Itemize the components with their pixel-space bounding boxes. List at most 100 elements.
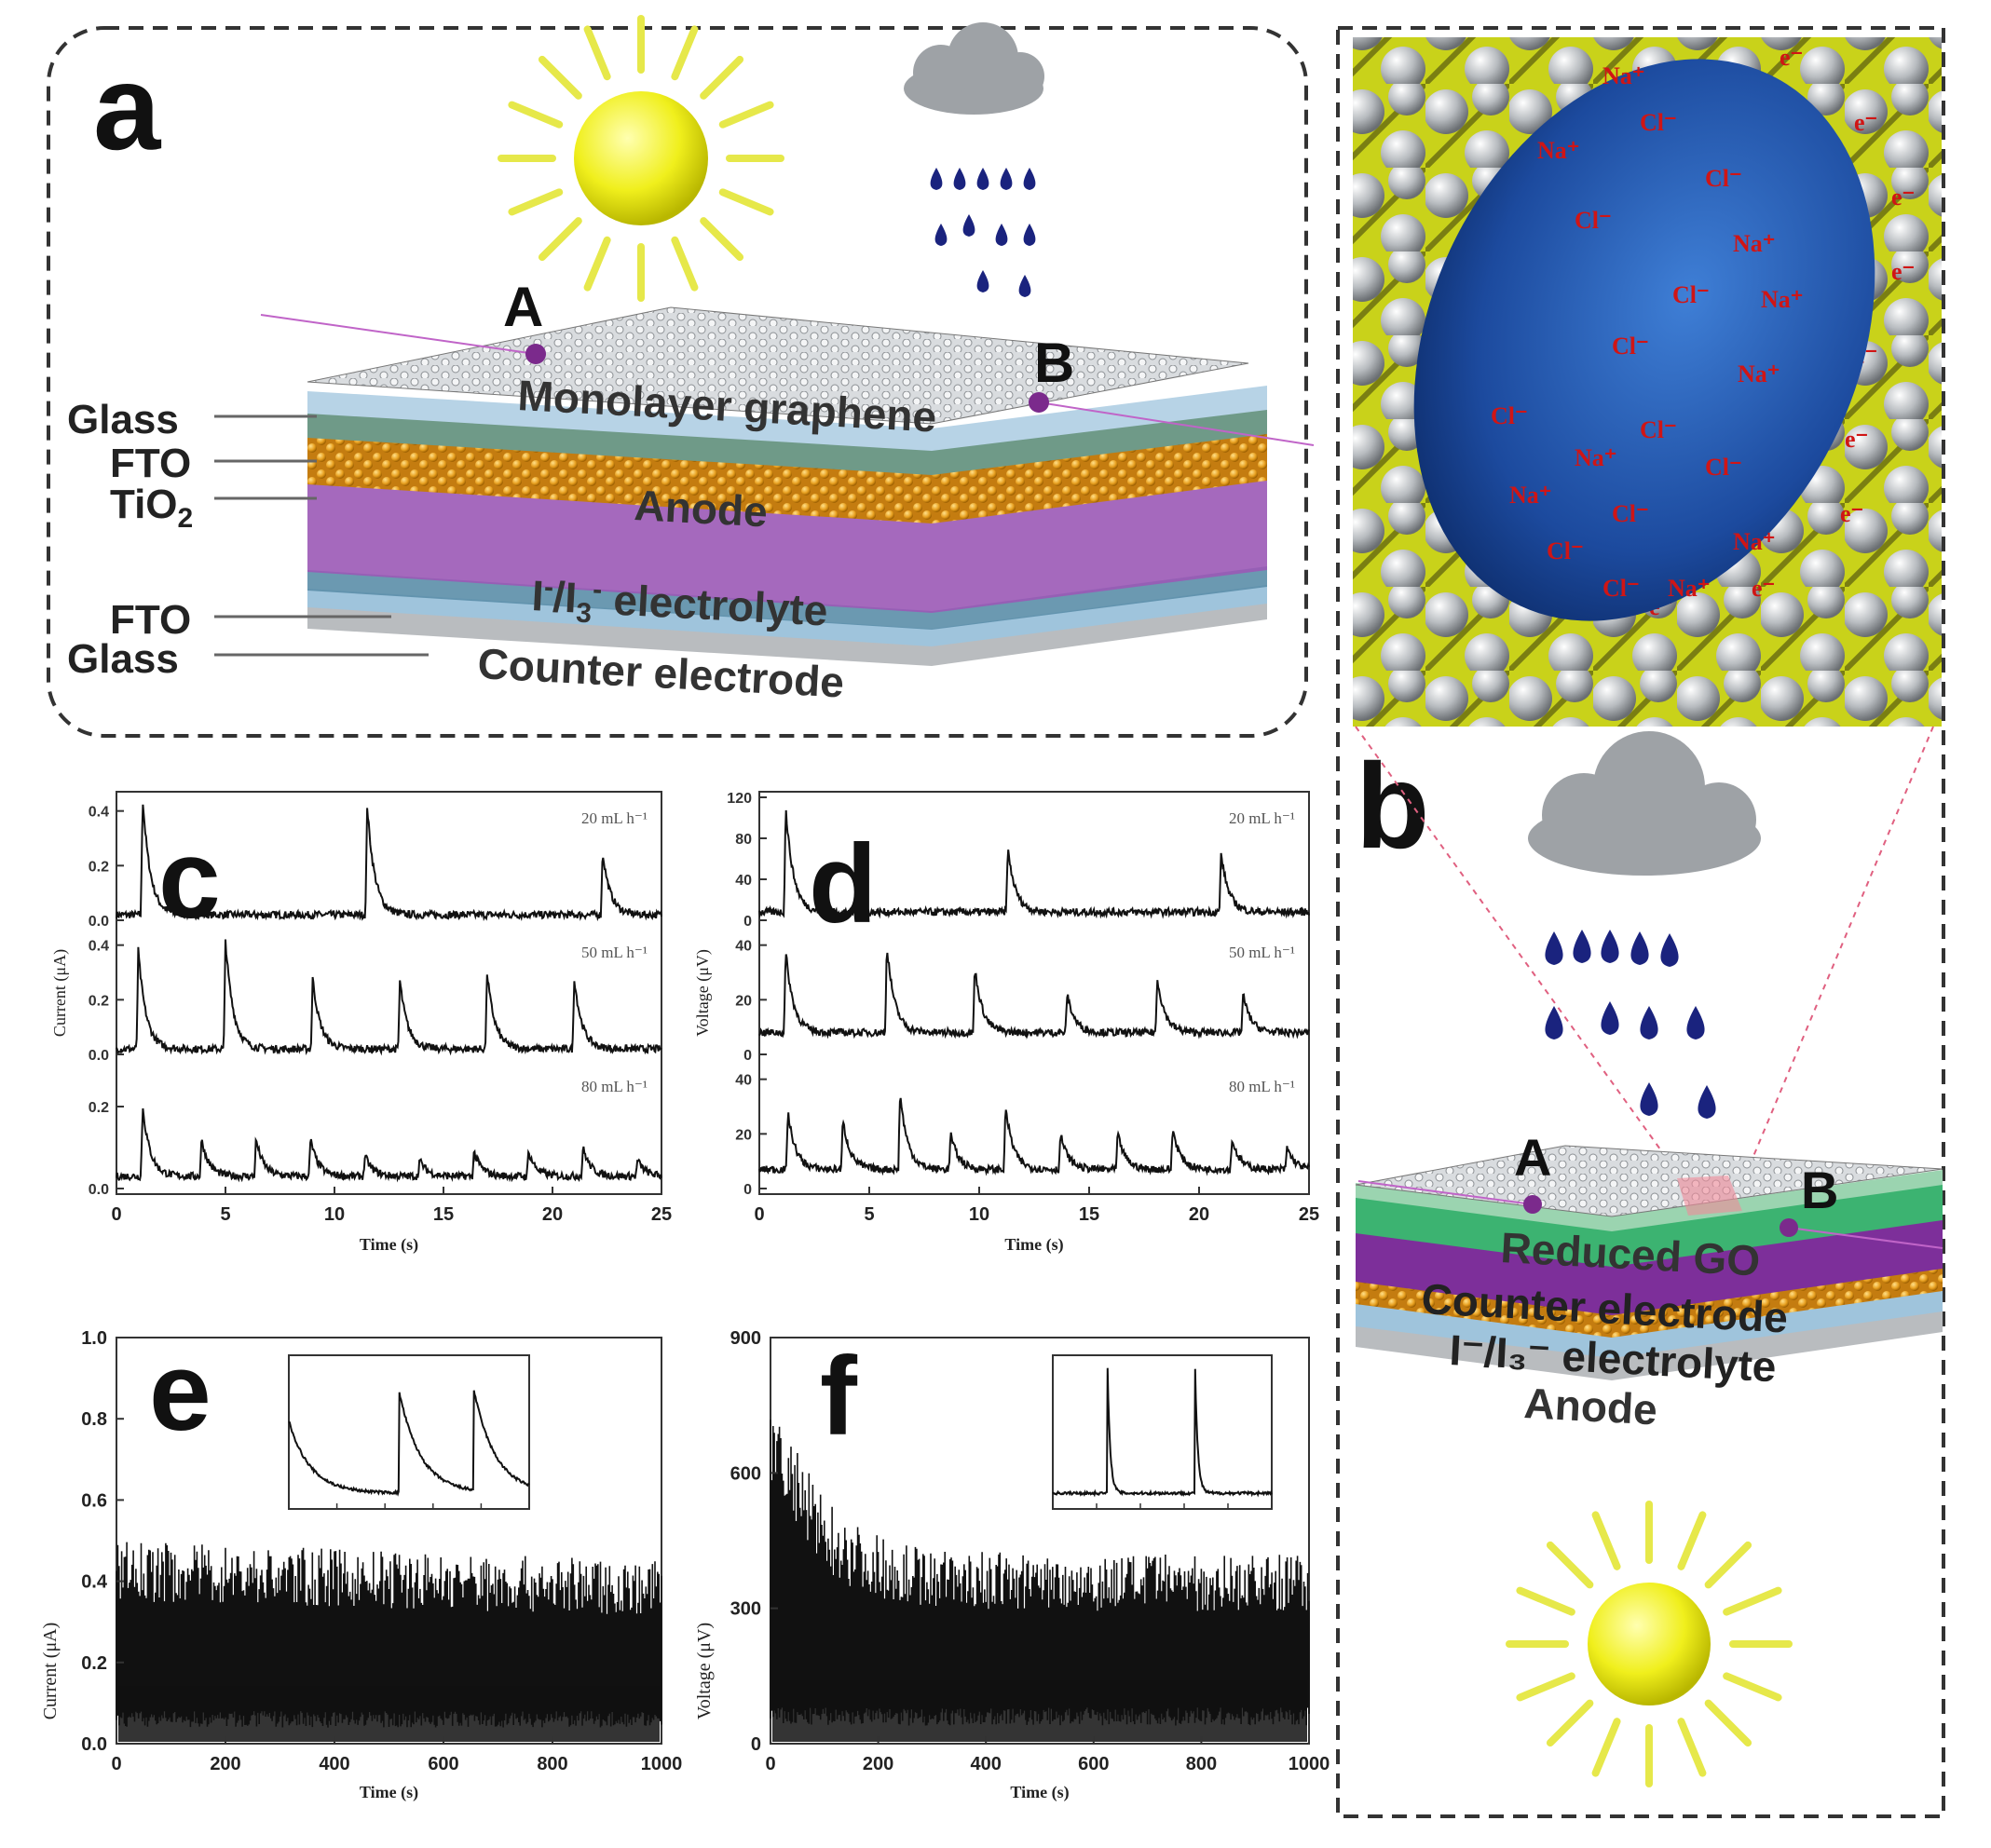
panel-d-letter: d <box>809 822 877 946</box>
ion-label: Cl⁻ <box>1612 333 1649 360</box>
electrode-point-a <box>525 344 546 364</box>
sun-ray <box>1546 1541 1594 1589</box>
x-tick-label: 200 <box>210 1754 240 1774</box>
ion-label: Na⁺ <box>1537 137 1580 164</box>
x-tick-label: 25 <box>1299 1204 1319 1225</box>
x-tick-label: 20 <box>1189 1204 1209 1225</box>
ion-label: Cl⁻ <box>1705 454 1742 481</box>
x-tick-label: 400 <box>971 1754 1002 1774</box>
sun-ray <box>583 236 611 292</box>
sun-ray <box>718 188 774 216</box>
layer-tio2: TiO2 <box>110 482 193 534</box>
sun-ray <box>538 55 582 100</box>
ion-label: Cl⁻ <box>1612 500 1649 527</box>
panel-a: a A B <box>47 15 1315 738</box>
x-tick-label: 200 <box>863 1754 893 1774</box>
series-name: 50 mL h⁻¹ <box>1229 944 1295 961</box>
ion-label: Cl⁻ <box>1705 165 1742 192</box>
rain-drop <box>1601 930 1619 963</box>
y-tick-label: 0.0 <box>89 1182 109 1198</box>
rain-drop <box>976 270 989 292</box>
y-tick-label: 20 <box>735 993 752 1009</box>
sun-ray <box>1677 1511 1707 1570</box>
series-name: 20 mL h⁻¹ <box>1229 809 1295 827</box>
electron-label: e⁻ <box>1891 258 1915 285</box>
series-baseline-band <box>118 1686 660 1742</box>
panel-a-frame <box>47 26 1308 738</box>
panel-b-letter: b <box>1356 738 1429 874</box>
x-tick-label: 15 <box>433 1204 454 1225</box>
x-axis-label: Time (s) <box>360 1783 418 1802</box>
y-tick-label: 20 <box>735 1127 752 1143</box>
rain-drop <box>1000 168 1013 190</box>
rain-drop <box>1698 1085 1716 1119</box>
y-tick-label: 0.0 <box>81 1734 107 1755</box>
y-tick-label: 0.4 <box>89 805 109 821</box>
x-tick-label: 800 <box>537 1754 567 1774</box>
layer-fto-bottom: FTO <box>110 597 191 643</box>
rain-drop <box>1640 1006 1658 1040</box>
label-electrolyte-a: I-/I3- electrolyte <box>530 571 829 642</box>
rain-drops-icon-b <box>1545 930 1716 1119</box>
x-tick-label: 800 <box>1186 1754 1217 1774</box>
sun-ray <box>1516 1672 1575 1702</box>
sun-ray <box>718 101 774 129</box>
lead-wire-b-b <box>1788 1227 1943 1249</box>
series-line <box>758 809 1310 919</box>
sun-ray <box>1677 1718 1707 1777</box>
ion-label: Na⁺ <box>1602 62 1645 89</box>
y-tick-label: 0 <box>743 914 752 930</box>
y-tick-label: 120 <box>727 791 752 807</box>
panel-c-letter: c <box>158 817 221 942</box>
electron-label: e⁻ <box>1752 575 1775 602</box>
ion-label: Cl⁻ <box>1640 416 1677 443</box>
sun-icon-b <box>1506 1501 1793 1787</box>
point-a-label-b: A <box>1514 1128 1551 1187</box>
lead-wire-b <box>1038 401 1315 446</box>
y-tick-label: 1.0 <box>81 1328 107 1349</box>
y-tick-label: 0.2 <box>89 993 109 1009</box>
electrode-point-b-b <box>1780 1218 1798 1237</box>
y-tick-label: 0.0 <box>89 914 109 930</box>
layer-glass-bottom: Glass <box>67 636 179 682</box>
electron-label: e⁻ <box>1891 183 1915 211</box>
rain-drop <box>953 168 966 190</box>
device-stack-b <box>1355 1145 1943 1380</box>
y-tick-label: 900 <box>730 1328 761 1349</box>
y-tick-label: 0.4 <box>81 1572 108 1593</box>
rain-drop <box>1023 224 1036 246</box>
x-tick-label: 25 <box>651 1204 672 1225</box>
electron-label: e⁻ <box>1840 500 1863 527</box>
sun-ray <box>1704 1699 1752 1747</box>
x-tick-label: 600 <box>1078 1754 1109 1774</box>
label-anode-b: Anode <box>1522 1379 1658 1434</box>
rain-drop <box>934 224 948 246</box>
y-tick-label: 0.4 <box>89 939 109 955</box>
sun-ray <box>1723 1586 1782 1616</box>
x-tick-label: 5 <box>220 1204 230 1225</box>
rain-drop <box>930 168 943 190</box>
y-tick-label: 0.8 <box>81 1409 107 1430</box>
x-tick-label: 600 <box>428 1754 458 1774</box>
plot-frame <box>116 1337 662 1745</box>
electron-label: e⁻ <box>1845 426 1868 453</box>
y-tick-label: 0.6 <box>81 1490 107 1511</box>
panel-b-frame <box>1336 26 1945 1818</box>
y-axis-label: Voltage (μV) <box>693 949 713 1037</box>
y-tick-label: 0 <box>743 1182 752 1198</box>
rain-drop <box>1601 1001 1619 1035</box>
sun-ray <box>508 101 564 129</box>
sun-ray <box>583 25 611 81</box>
sun-ray <box>700 217 744 262</box>
sun-ray <box>700 55 744 100</box>
rain-drop <box>1023 168 1036 190</box>
ion-label: Cl⁻ <box>1547 537 1584 564</box>
water-droplet: Na⁺Cl⁻Na⁺Cl⁻Cl⁻Na⁺Cl⁻Na⁺Cl⁻Na⁺Cl⁻Cl⁻Na⁺C… <box>1413 59 1875 621</box>
panel-a-letter: a <box>93 39 162 175</box>
sun-ray <box>671 25 699 81</box>
ion-label: Cl⁻ <box>1575 207 1612 234</box>
